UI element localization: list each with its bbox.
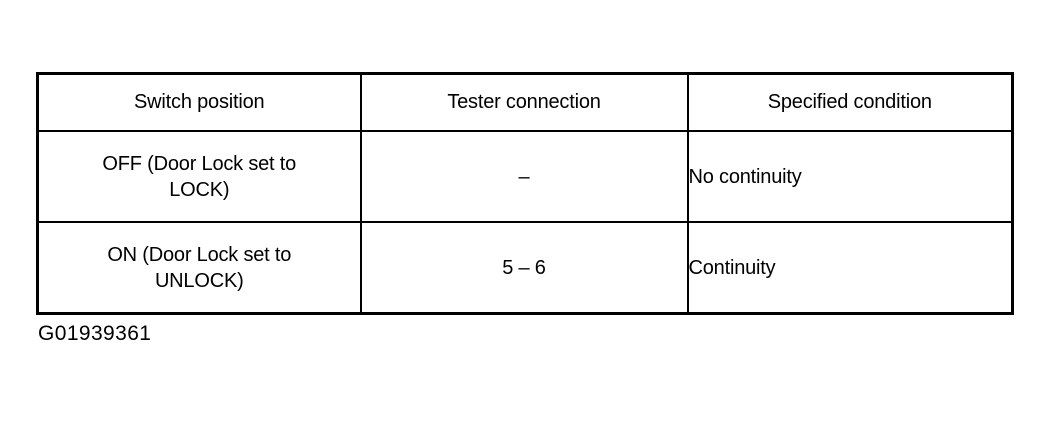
switch-continuity-inspection-table: Switch position Tester connection Specif… — [36, 72, 1014, 315]
switch-position-line-2: LOCK) — [169, 178, 230, 201]
cell-switch-position-off: OFF (Door Lock set to LOCK) — [36, 130, 362, 223]
cell-specified-condition-no-continuity: No continuity — [686, 130, 1014, 223]
switch-position-line-1: ON (Door Lock set to — [107, 243, 292, 266]
cell-tester-connection-terminals: 5 – 6 — [359, 221, 689, 315]
switch-position-line-2: UNLOCK) — [154, 269, 244, 292]
cell-switch-position-on: ON (Door Lock set to UNLOCK) — [36, 221, 362, 315]
switch-position-line-1: OFF (Door Lock set to — [102, 152, 297, 175]
table-header-row: Switch position Tester connection Specif… — [36, 72, 1014, 132]
column-header-tester-connection: Tester connection — [359, 72, 689, 132]
column-header-switch-position: Switch position — [36, 72, 362, 132]
cell-tester-connection-none: – — [359, 130, 689, 223]
table-row: ON (Door Lock set to UNLOCK) 5 – 6 Conti… — [36, 221, 1014, 315]
table-row: OFF (Door Lock set to LOCK) – No continu… — [36, 130, 1014, 223]
figure-id-caption: G01939361 — [38, 322, 152, 345]
column-header-specified-condition: Specified condition — [686, 72, 1014, 132]
cell-specified-condition-continuity: Continuity — [686, 221, 1014, 315]
